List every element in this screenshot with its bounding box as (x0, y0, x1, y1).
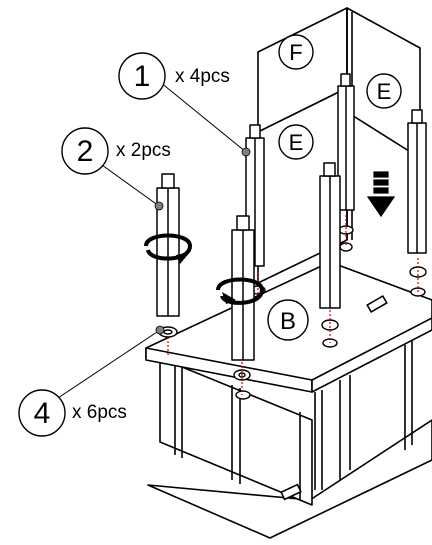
top-slot (366, 295, 388, 313)
panel-labels (267, 34, 402, 341)
post (337, 73, 355, 211)
post (319, 162, 341, 309)
alignment-lines (167, 215, 419, 395)
leader-lines (57, 81, 247, 399)
callout-2-number: 2 (77, 135, 94, 168)
panel-b-badge (267, 299, 309, 341)
callout-4-qty: x 6pcs (72, 402, 127, 423)
panel-e-front-letter: E (289, 130, 304, 155)
callout-1-qty: x 4pcs (175, 66, 230, 87)
callout-2-circle (61, 127, 109, 175)
base-left-wall (159, 357, 313, 506)
callout-2-qty: x 2pcs (116, 140, 171, 161)
rotate-arrow-icon (144, 233, 193, 264)
callout-1-circle (118, 52, 166, 100)
washer (321, 319, 339, 331)
callout-1-number: 1 (134, 60, 151, 93)
post (231, 215, 255, 361)
post (156, 173, 180, 317)
washer (235, 390, 251, 400)
base-slot (280, 483, 302, 501)
callout-4-circle (18, 389, 66, 437)
insert-down-arrow-icon (366, 171, 396, 218)
panel-e-back-letter: E (377, 79, 392, 104)
leader-dots (154, 147, 251, 335)
panel-b-letter: B (280, 308, 296, 335)
panel-f-letter: F (289, 40, 302, 65)
post (407, 109, 427, 254)
rotate-arrow-icon (216, 277, 265, 305)
panel-e-back-badge (366, 73, 402, 109)
panel-e-front-badge (278, 124, 314, 160)
base-frame (145, 261, 432, 539)
posts-part2 (156, 173, 255, 361)
callout-circles (18, 52, 166, 437)
callout-4-number: 4 (34, 397, 51, 430)
panel-f-badge (278, 34, 314, 70)
posts-part1 (245, 73, 427, 309)
